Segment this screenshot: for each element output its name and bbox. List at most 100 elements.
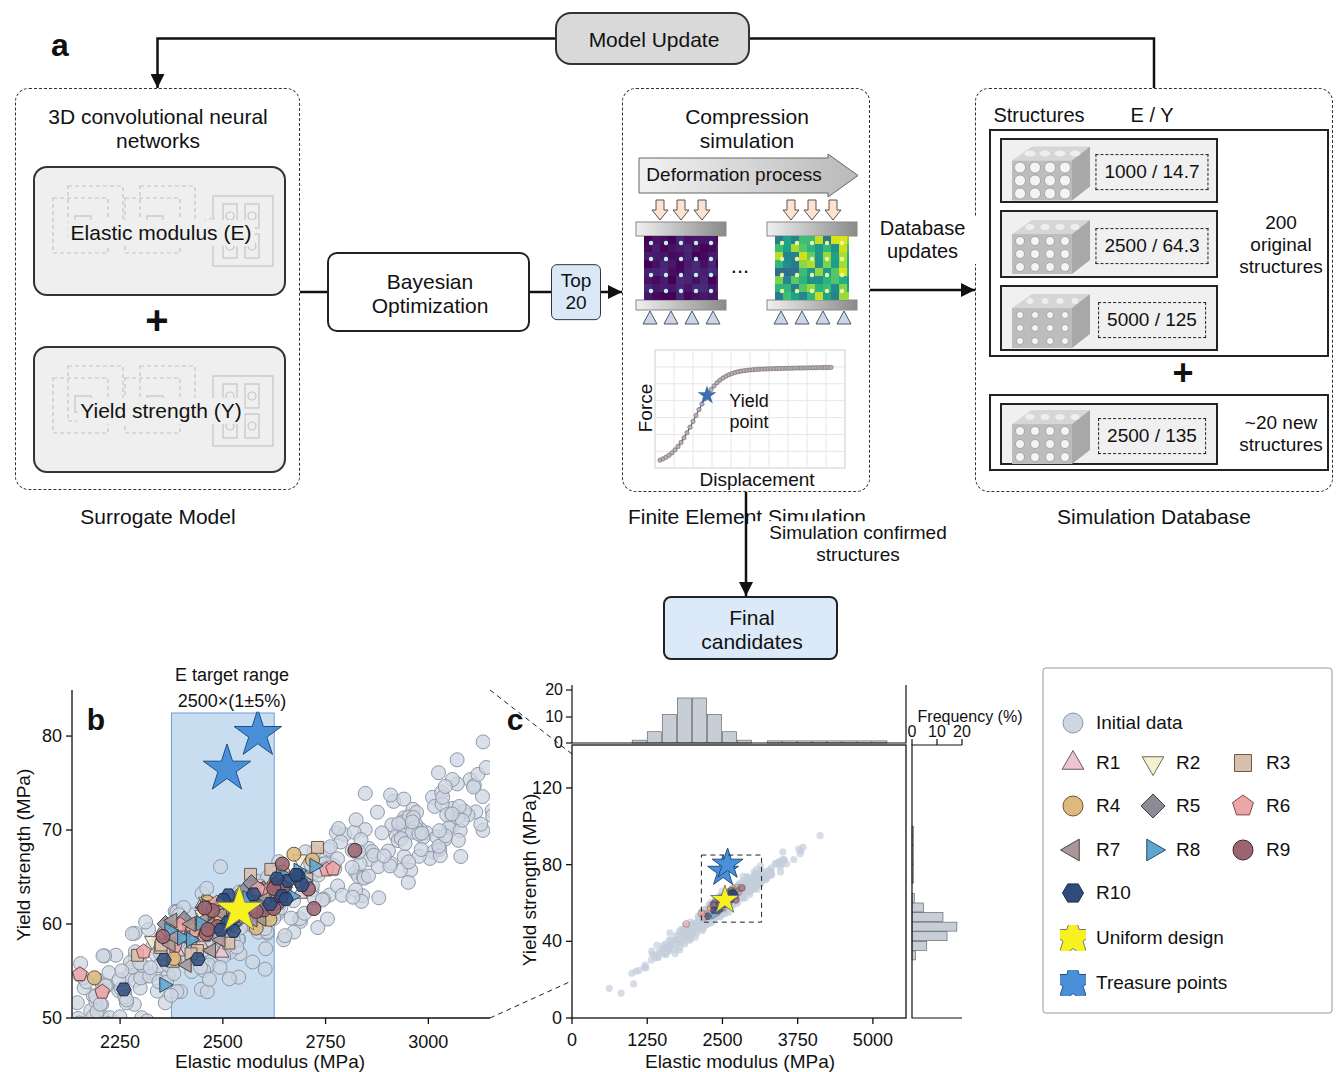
drawing-part xyxy=(912,941,927,950)
data-marker xyxy=(157,953,172,966)
node-text: 1000 / 14.7 xyxy=(1095,154,1208,190)
drawing-part xyxy=(606,985,613,992)
data-marker xyxy=(311,921,325,935)
data-marker xyxy=(202,943,215,958)
drawing-part xyxy=(644,260,652,268)
drawing-part xyxy=(912,903,924,912)
drawing-part xyxy=(780,273,784,277)
drawing-part xyxy=(815,236,823,244)
legend-entry: R8 xyxy=(1140,837,1200,863)
drawing-part xyxy=(694,289,698,293)
legend-entry: Initial data xyxy=(1060,710,1183,736)
drawing-part xyxy=(815,276,823,284)
drawing-part xyxy=(694,241,698,245)
drawing-part xyxy=(757,867,764,874)
drawing-part xyxy=(66,829,72,830)
data-marker xyxy=(278,929,292,943)
drawing-part xyxy=(648,948,655,955)
drawing-part xyxy=(652,268,660,276)
structure-set: ~20 new structures2500 / 135 xyxy=(989,394,1329,471)
data-marker xyxy=(263,898,278,911)
drawing-part xyxy=(1046,237,1055,246)
process-box: Bayesian Optimization xyxy=(327,252,530,332)
panel-letter: + xyxy=(145,297,168,343)
drawing-part xyxy=(655,350,845,468)
axis-label: Yield strength (MPa) xyxy=(13,769,35,941)
drawing-part xyxy=(783,276,791,284)
drawing-part xyxy=(1071,414,1080,420)
data-marker xyxy=(202,972,216,986)
drawing-part xyxy=(722,1018,723,1024)
panel-letter: + xyxy=(1172,352,1193,393)
drawing-part xyxy=(676,444,680,448)
data-marker xyxy=(1233,840,1253,860)
drawing-part xyxy=(1017,338,1024,345)
data-marker xyxy=(432,824,446,838)
drawing-part xyxy=(684,260,692,268)
drawing-part xyxy=(1060,175,1071,186)
legend-marker xyxy=(1230,837,1256,863)
drawing-part xyxy=(738,884,745,891)
drawing-part xyxy=(700,252,708,260)
drawing-part xyxy=(700,292,708,300)
drawing-part xyxy=(1025,151,1036,157)
drawing-part xyxy=(1026,224,1035,230)
drawing-part xyxy=(797,1018,798,1024)
drawing-part xyxy=(845,350,846,468)
drawing-part xyxy=(652,244,660,252)
data-marker xyxy=(451,833,465,847)
drawing-part xyxy=(1062,338,1069,345)
drawing-part xyxy=(716,268,718,276)
data-marker xyxy=(467,780,481,794)
data-marker xyxy=(95,984,110,998)
legend-marker xyxy=(1060,793,1086,819)
drawing-part xyxy=(839,292,847,300)
drawing-part xyxy=(647,1018,648,1024)
drawing-part xyxy=(823,276,831,284)
axis-label: ... xyxy=(731,253,749,278)
legend-marker xyxy=(1060,925,1086,951)
drawing-part xyxy=(831,236,839,244)
axis-label: 0 xyxy=(908,723,917,741)
drawing-part xyxy=(691,419,695,423)
axis-label: 0 xyxy=(552,1008,562,1029)
drawing-part xyxy=(1042,298,1049,304)
node-text: ~20 new structures xyxy=(1221,412,1337,456)
drawing-part xyxy=(672,950,679,957)
drawing-part xyxy=(1016,427,1025,436)
drawing-part xyxy=(700,244,708,252)
legend-entry: R9 xyxy=(1230,837,1290,863)
drawing-part xyxy=(716,292,718,300)
drawing-part xyxy=(1031,453,1040,462)
drawing-part xyxy=(1012,424,1072,464)
drawing-part xyxy=(1016,237,1025,246)
drawing-part xyxy=(644,292,652,300)
legend-marker xyxy=(1140,793,1166,819)
structure-row: 2500 / 64.3 xyxy=(1000,210,1218,278)
legend-text: Initial data xyxy=(1096,712,1183,734)
lattice-block xyxy=(767,200,857,324)
data-marker xyxy=(1233,795,1254,815)
structure-row: 1000 / 14.7 xyxy=(1000,138,1218,203)
drawing-part xyxy=(757,879,764,886)
node-text: 2500 / 135 xyxy=(1098,418,1206,454)
data-marker xyxy=(401,875,415,889)
legend-text: R8 xyxy=(1176,839,1200,861)
legend-entry: Uniform design xyxy=(1060,925,1224,951)
drawing-part xyxy=(566,716,572,717)
force-curve-chart xyxy=(655,350,845,468)
panel-letter: c xyxy=(507,703,524,738)
data-marker xyxy=(307,902,321,916)
drawing-part xyxy=(652,284,660,292)
drawing-part xyxy=(799,284,807,292)
drawing-part xyxy=(722,732,736,743)
drawing-part xyxy=(694,413,698,417)
drawing-part xyxy=(1015,162,1026,173)
drawing-part xyxy=(823,260,831,268)
drawing-part xyxy=(248,422,256,430)
data-marker xyxy=(392,817,406,831)
drawing-part xyxy=(1032,338,1039,345)
drawing-part xyxy=(912,913,943,922)
axis-label: 60 xyxy=(42,914,62,935)
scatter-b xyxy=(72,690,490,1018)
